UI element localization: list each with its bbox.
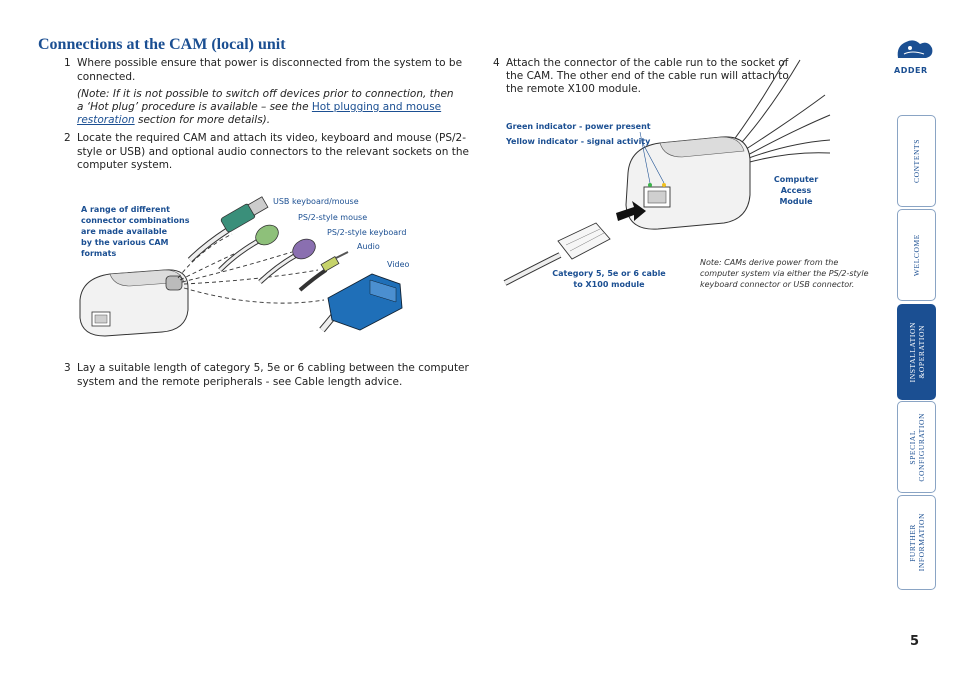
hot-plugging-link[interactable]: Hot plugging and mouse — [311, 101, 442, 113]
tab-special-configuration[interactable]: SPECIAL CONFIGURATION — [897, 401, 936, 493]
tab-further-information[interactable]: FURTHER INFORMATION — [897, 495, 936, 590]
ps2-keyboard-connector-image — [258, 238, 316, 284]
adder-logo-text: ADDER — [894, 66, 928, 75]
cam-unit-image — [79, 269, 189, 337]
insert-arrow — [616, 201, 646, 221]
step-4-number: 4 — [493, 57, 500, 69]
tab-welcome-label: WELCOME — [912, 233, 921, 277]
audio-label: Audio — [357, 242, 380, 251]
restoration-link[interactable]: restoration — [77, 114, 135, 126]
adder-logo-icon — [897, 40, 933, 58]
tab-special-label-2: CONFIGURATION — [916, 412, 926, 482]
step-1-line-1: Where possible ensure that power is disc… — [77, 57, 463, 69]
page-title: Connections at the CAM (local) unit — [38, 36, 286, 53]
tab-contents-label: CONTENTS — [912, 139, 921, 183]
step-1-note-text: a ‘Hot plug’ procedure is available – se… — [77, 101, 309, 113]
step-3-line-1: Lay a suitable length of category 5, 5e … — [77, 362, 469, 374]
step-3-number: 3 — [64, 362, 71, 374]
step-1-note-line-2: a ‘Hot plug’ procedure is available – se… — [77, 101, 441, 115]
usb-label: USB keyboard/mouse — [273, 197, 359, 206]
step-1-line-2: connected. — [77, 71, 136, 83]
cam-cable-illustration — [503, 59, 831, 286]
yellow-indicator-label: Yellow indicator - signal activity — [506, 137, 651, 146]
green-led — [648, 183, 652, 187]
ps2-keyboard-label: PS/2-style keyboard — [327, 228, 407, 237]
step-3-line-2: system and the remote peripherals - see … — [77, 376, 403, 388]
cam-label-line-1: Computer — [773, 175, 819, 184]
tab-installation-label-1: INSTALLATION — [907, 321, 917, 383]
cable-label-line-2: to X100 module — [573, 280, 645, 289]
tab-contents[interactable]: CONTENTS — [897, 115, 936, 207]
step-1-note-end: section for more details). — [138, 114, 271, 126]
page-number: 5 — [910, 634, 920, 649]
tab-installation-label-2: &OPERATION — [916, 325, 926, 379]
step-1-number: 1 — [64, 57, 71, 69]
usb-connector-image — [187, 196, 269, 263]
range-label-line-5: formats — [81, 249, 117, 258]
power-note-line-3: keyboard connector or USB connector. — [700, 280, 855, 289]
range-label-line-2: connector combinations — [81, 216, 190, 225]
tab-further-label-2: INFORMATION — [916, 513, 926, 572]
tab-special-label-1: SPECIAL — [907, 429, 917, 465]
tab-installation-operation[interactable]: INSTALLATION &OPERATION — [897, 304, 936, 400]
step-2-line-3: computer system. — [77, 159, 173, 171]
power-note-line-1: Note: CAMs derive power from the — [700, 258, 839, 267]
step-4-line-3: the remote X100 module. — [506, 83, 641, 95]
cam-connectors-illustration — [79, 196, 403, 337]
rj45-connector-image — [503, 222, 611, 286]
cam-label-line-3: Module — [779, 197, 813, 206]
step-1-note-line-1: (Note: If it is not possible to switch o… — [77, 88, 454, 100]
power-note-line-2: computer system via either the PS/2-styl… — [700, 269, 869, 278]
range-label-line-4: by the various CAM — [81, 238, 169, 247]
step-2-line-2: style or USB) and optional audio connect… — [77, 146, 469, 158]
yellow-led — [662, 183, 666, 187]
video-label: Video — [387, 260, 410, 269]
step-4-line-1: Attach the connector of the cable run to… — [506, 57, 789, 69]
green-indicator-label: Green indicator - power present — [506, 122, 651, 131]
range-label-line-1: A range of different — [81, 205, 170, 214]
audio-connector-image — [298, 251, 349, 292]
ps2-mouse-connector-image — [218, 224, 279, 272]
cam-label-line-2: Access — [780, 186, 812, 195]
step-2-line-1: Locate the required CAM and attach its v… — [77, 132, 466, 144]
step-1-note-line-3: restoration section for more details). — [77, 114, 270, 128]
ps2-mouse-label: PS/2-style mouse — [298, 213, 368, 222]
tab-welcome[interactable]: WELCOME — [897, 209, 936, 301]
step-4-line-2: the CAM. The other end of the cable run … — [506, 70, 789, 82]
tab-further-label-1: FURTHER — [907, 523, 917, 562]
step-2-number: 2 — [64, 132, 71, 144]
cam-cables — [729, 59, 831, 164]
video-connector-image — [319, 273, 403, 333]
range-label-line-3: are made available — [81, 227, 168, 236]
cable-label-line-1: Category 5, 5e or 6 cable — [552, 269, 666, 278]
cam-module-image — [625, 136, 751, 230]
